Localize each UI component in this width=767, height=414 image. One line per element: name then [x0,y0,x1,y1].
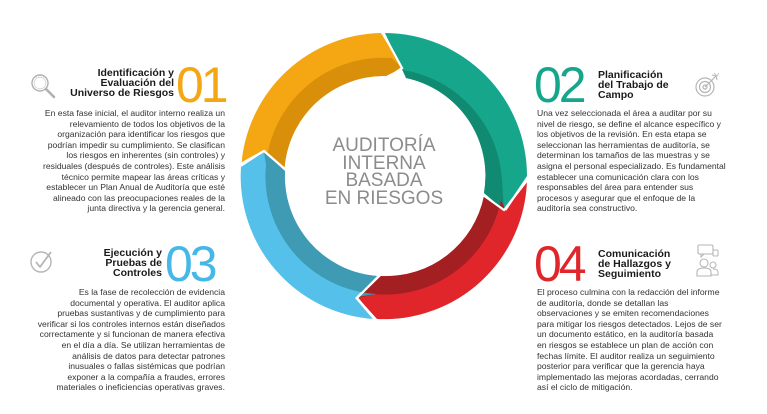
step-01-title: Identificación y Evaluación del Universo… [60,67,174,99]
title-line: Campo [598,89,634,101]
step-02-number: 02 [534,57,587,113]
title-line: Pruebas de [105,257,162,269]
center-title: AUDITORÍA INTERNA BASADA EN RIESGOS [304,135,464,209]
body-line: en el día a día. Se utilizan herramienta… [61,339,225,350]
body-line: verificar si los controles internos está… [37,318,225,329]
body-line: alineado con las preocupaciones reales d… [53,192,225,203]
center-title-line: AUDITORÍA [332,135,436,156]
step-04-title: Comunicación de Hallazgos y Seguimiento [598,248,688,280]
body-line: nivel de riesgo, se define el alcance es… [537,118,721,129]
body-line: junta directiva y la gerencia general. [87,203,225,214]
title-line: Planificación [598,69,663,81]
ring-segment-04 [358,180,527,320]
title-line: de Hallazgos y [598,258,671,270]
body-line: así el ciclo de mitigación. [537,382,633,393]
step-04-number: 04 [534,236,587,292]
step-01-description: En esta fase inicial, el auditor interno… [14,108,225,214]
center-title-line: BASADA [345,170,423,191]
body-line: podrían impedir su cumplimiento. Se clas… [47,139,225,150]
body-line: los riesgos en inherentes (sin controles… [66,150,225,161]
title-line: Evaluación del [100,77,174,89]
title-line: Universo de Riesgos [70,87,174,99]
checkmark-circle-icon [30,251,52,273]
title-line: Ejecución y [103,247,162,259]
body-line: análisis de datos para detectar patrones [72,350,225,361]
body-line: técnico permite mapear las áreas crítica… [61,171,225,182]
body-line: posterior para verificar que la gerencia… [537,361,705,372]
title-line: Controles [112,267,162,279]
body-line: Una vez seleccionada el área a auditar p… [537,108,712,118]
step-04-description: El proceso culmina con la redacción del … [537,287,749,393]
body-line: correctamente y si funcionan de manera e… [39,329,225,340]
body-line: auditoría sea constructivo. [537,203,638,214]
body-line: los objetivos de la revisión. En esta et… [537,129,707,140]
body-line: El proceso culmina con la redacción del … [537,287,720,297]
body-line: inusuales o fallas sistémicas que podría… [68,361,225,372]
body-line: establecer un Plan Anual de Auditoría qu… [46,182,225,193]
body-line: documental y operativa. El auditor aplic… [70,297,225,308]
body-line: un documento estático, en la auditoría b… [537,329,714,340]
body-line: relevamiento de todos los objetivos de l… [69,118,225,129]
body-line: residuales (después de controles). Este … [43,160,225,171]
title-line: Comunicación [598,248,671,260]
people-chat-icon [696,244,719,277]
ring-segment-01 [241,33,402,168]
magnifier-icon [31,74,56,99]
body-line: materiales o ineficiencias operativas gr… [56,382,225,393]
body-line: En esta fase inicial, el auditor interno… [44,108,225,118]
body-line: implementado las mejoras acordadas, cerr… [537,371,719,382]
target-icon [695,72,720,97]
title-line: Identificación y [97,67,174,79]
body-line: seleccionan las herramientas de auditorí… [537,139,710,150]
body-line: para mitigar los riesgos detectados. Lej… [537,318,722,329]
title-line: del Trabajo de [598,79,669,91]
ring-segment-02 [385,33,527,210]
ring-segment-03 [240,152,377,319]
center-title-line: EN RIESGOS [324,187,444,209]
body-line: en riesgos se establece un plan de acció… [537,339,714,350]
body-line: organización para identificar los riesgo… [57,129,225,140]
body-line: Es la fase de recolección de evidencia [78,287,225,297]
step-03-title: Ejecución y Pruebas de Controles [80,247,162,279]
body-line: determinan los tamaños de las muestras y… [537,150,710,161]
body-line: establecer una comunicación clara con lo… [537,171,699,182]
body-line: observaciones y se emiten recomendacione… [537,308,709,319]
body-line: responsables del área para entender sus [537,182,694,193]
body-line: asigna el personal especializado. Es fun… [537,160,726,171]
body-line: de auditoría, donde se detallan las [537,297,669,308]
title-line: Seguimiento [598,268,662,280]
center-title-line: INTERNA [342,152,426,174]
body-line: exponer a la compañía a fraudes, errores [67,371,225,382]
body-line: procesos y asegurar que el enfoque de la [537,192,696,203]
body-line: fechas límite. El auditor realiza un seg… [537,350,715,361]
step-02-title: Planificación del Trabajo de Campo [598,69,688,101]
step-02-description: Una vez seleccionada el área a auditar p… [537,108,749,214]
step-03-description: Es la fase de recolección de evidencia d… [14,287,225,393]
body-line: pruebas sustantivas y de cumplimiento pa… [57,308,225,319]
step-01-number: 01 [176,57,229,113]
step-03-number: 03 [165,236,218,292]
